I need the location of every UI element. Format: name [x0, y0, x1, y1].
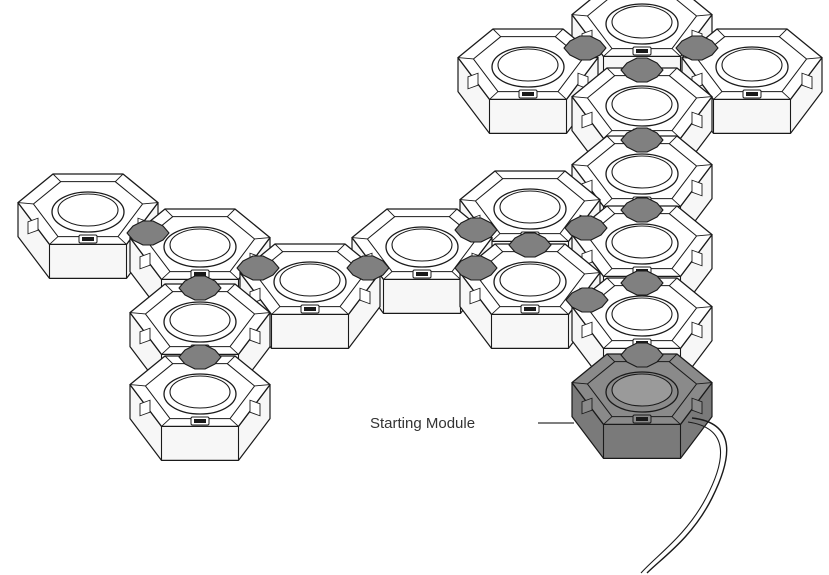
- connector-layout: [126, 35, 719, 370]
- module: [239, 243, 381, 349]
- connector-bridge: [675, 35, 719, 61]
- module-layout: [17, 0, 823, 461]
- connector-bridge: [620, 57, 664, 83]
- callout: Starting Module: [370, 415, 574, 432]
- connector-bridge: [346, 255, 390, 281]
- starting-module-label: Starting Module: [370, 415, 475, 432]
- power-cable: [640, 417, 728, 574]
- connector-bridge: [508, 232, 552, 258]
- connector-bridge: [126, 220, 170, 246]
- connector-bridge: [454, 217, 498, 243]
- module: [457, 28, 599, 134]
- starting-module: [571, 353, 713, 459]
- connector-bridge: [565, 287, 609, 313]
- module: [17, 173, 159, 279]
- connector-bridge: [620, 127, 664, 153]
- connector-bridge: [620, 197, 664, 223]
- connector-bridge: [236, 255, 280, 281]
- connector-bridge: [564, 215, 608, 241]
- connector-bridge: [454, 255, 498, 281]
- connector-bridge: [563, 35, 607, 61]
- module: [129, 355, 271, 461]
- connector-bridge: [178, 275, 222, 301]
- connector-bridge: [178, 344, 222, 370]
- connector-bridge: [620, 342, 664, 368]
- connector-bridge: [620, 270, 664, 296]
